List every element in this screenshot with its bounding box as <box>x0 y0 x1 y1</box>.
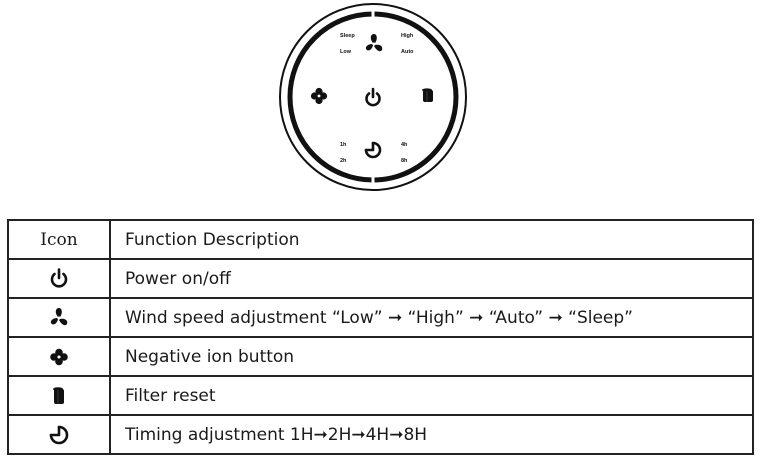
table-row: Power on/off <box>7 258 754 299</box>
negative-ion-icon <box>50 348 68 365</box>
negative-ion-button[interactable] <box>310 87 328 105</box>
header-icon: Icon <box>7 219 111 260</box>
power-icon <box>365 87 381 107</box>
fan-icon <box>50 307 68 325</box>
row-description: Wind speed adjustment “Low” ➞ “High” ➞ “… <box>109 297 754 338</box>
timer-icon <box>49 425 69 444</box>
table-row: Wind speed adjustment “Low” ➞ “High” ➞ “… <box>7 297 754 338</box>
speed-label-sleep: Sleep <box>340 33 355 39</box>
table-row: Timing adjustment 1H➞2H➞4H➞8H <box>7 414 754 455</box>
filter-button[interactable] <box>422 88 433 102</box>
fan-icon <box>365 34 383 52</box>
timer-label-2h: 2h <box>340 158 347 164</box>
row-description: Power on/off <box>109 258 754 299</box>
row-description: Timing adjustment 1H➞2H➞4H➞8H <box>109 414 754 455</box>
filter-icon <box>53 386 64 404</box>
speed-label-high: High <box>401 33 414 39</box>
header-description: Function Description <box>109 219 754 260</box>
row-description: Filter reset <box>109 375 754 416</box>
function-table: Icon Function Description Power on/off W… <box>7 219 754 455</box>
filter-icon <box>422 88 433 102</box>
control-panel: Sleep Low High Auto <box>0 0 759 200</box>
power-icon <box>50 267 68 288</box>
timer-label-8h: 8h <box>401 158 408 164</box>
fan-button[interactable] <box>365 34 383 52</box>
timer-button[interactable] <box>364 141 382 159</box>
speed-label-low: Low <box>340 49 352 55</box>
table-header-row: Icon Function Description <box>7 219 754 260</box>
table-row: Negative ion button <box>7 336 754 377</box>
row-description: Negative ion button <box>109 336 754 377</box>
control-panel-rings <box>279 3 467 191</box>
timer-icon <box>364 141 382 159</box>
table-row: Filter reset <box>7 375 754 416</box>
power-button[interactable] <box>365 87 381 107</box>
timer-label-4h: 4h <box>401 142 408 148</box>
negative-ion-icon <box>310 87 328 105</box>
speed-label-auto: Auto <box>401 49 414 55</box>
timer-label-1h: 1h <box>340 142 347 148</box>
